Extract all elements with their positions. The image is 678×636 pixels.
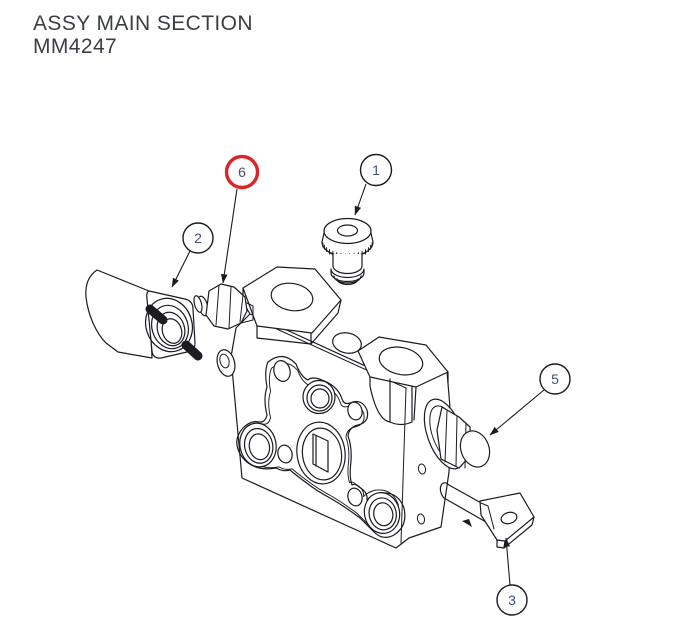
balloon-number-3: 3 [508,592,516,608]
part-fitting [193,283,254,330]
callout-balloon-1[interactable]: 1 [359,153,393,187]
leader-line-1 [354,183,367,216]
balloon-circle-6 [224,154,260,190]
balloon-number-1: 1 [372,162,380,178]
balloon-circle-3 [496,584,528,616]
callout-balloon-5[interactable]: 5 [539,363,571,395]
valve-body [216,266,452,549]
callout-balloon-3[interactable]: 3 [496,584,528,616]
part-link [439,482,535,549]
leader-line-3 [503,537,511,586]
leader-line-6 [221,188,238,284]
leader-line-2 [171,250,191,288]
part-knob [321,217,374,286]
balloon-number-5: 5 [551,371,559,387]
balloon-circle-5 [539,363,571,395]
assembly-title: ASSY MAIN SECTION [33,12,253,35]
balloon-number-6: 6 [238,164,246,180]
balloon-circle-1 [359,153,393,187]
leader-line-5 [489,389,545,436]
balloon-circle-2 [182,222,214,254]
assembly-number: MM4247 [33,35,118,58]
part-cap [85,269,203,361]
part-plug [423,398,491,470]
callout-balloon-6[interactable]: 6 [224,154,260,190]
leader-lines [171,183,545,586]
callout-balloon-2[interactable]: 2 [182,222,214,254]
title-block: ASSY MAIN SECTION MM4247 [33,12,253,58]
balloon-number-2: 2 [194,230,202,246]
